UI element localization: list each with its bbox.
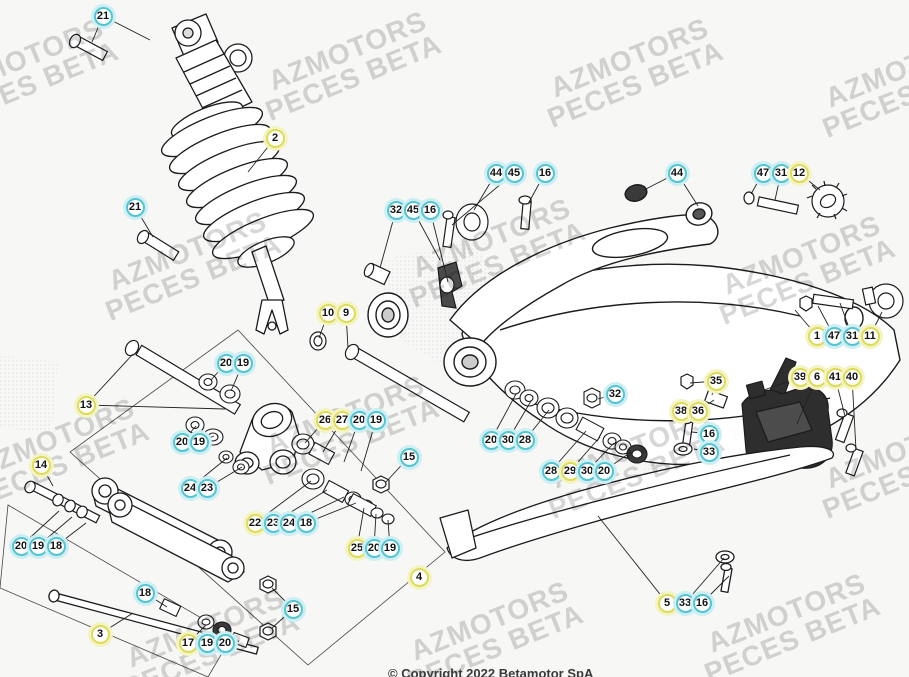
- part-callout-16[interactable]: 16: [699, 424, 719, 444]
- part-callout-19[interactable]: 19: [233, 353, 253, 373]
- part-callout-18[interactable]: 18: [296, 513, 316, 533]
- shock-absorber: [160, 13, 315, 335]
- part-callout-31[interactable]: 31: [842, 326, 862, 346]
- part-callout-38[interactable]: 38: [671, 401, 691, 421]
- part-callout-15[interactable]: 15: [399, 447, 419, 467]
- part-callout-9[interactable]: 9: [336, 303, 356, 323]
- part-callout-5[interactable]: 5: [657, 593, 677, 613]
- part-callout-20[interactable]: 20: [11, 536, 31, 556]
- chain-slider: [439, 445, 835, 593]
- part-callout-25[interactable]: 25: [347, 538, 367, 558]
- part-callout-44[interactable]: 44: [667, 163, 687, 183]
- part-callout-6[interactable]: 6: [807, 367, 827, 387]
- part-callout-39[interactable]: 39: [790, 367, 810, 387]
- part-callout-19[interactable]: 19: [197, 633, 217, 653]
- part-callout-28[interactable]: 28: [541, 461, 561, 481]
- part-callout-23[interactable]: 23: [197, 478, 217, 498]
- shock-bolts: [68, 33, 180, 262]
- part-callout-14[interactable]: 14: [31, 455, 51, 475]
- shock-pivot-pin: [309, 331, 471, 423]
- part-callout-32[interactable]: 32: [386, 200, 406, 220]
- part-callout-22[interactable]: 22: [245, 513, 265, 533]
- part-callout-11[interactable]: 11: [860, 326, 880, 346]
- part-callout-21[interactable]: 21: [93, 6, 113, 26]
- part-callout-20[interactable]: 20: [594, 461, 614, 481]
- part-callout-47[interactable]: 47: [824, 326, 844, 346]
- part-callout-1[interactable]: 1: [807, 326, 827, 346]
- part-callout-10[interactable]: 10: [318, 303, 338, 323]
- part-callout-40[interactable]: 40: [842, 367, 862, 387]
- part-callout-35[interactable]: 35: [706, 371, 726, 391]
- part-callout-29[interactable]: 29: [560, 461, 580, 481]
- part-callout-15[interactable]: 15: [283, 599, 303, 619]
- part-callout-20[interactable]: 20: [216, 353, 236, 373]
- part-callout-41[interactable]: 41: [825, 367, 845, 387]
- part-callout-19[interactable]: 19: [366, 410, 386, 430]
- linkage-shafts: [24, 339, 242, 524]
- part-callout-47[interactable]: 47: [753, 163, 773, 183]
- part-callout-18[interactable]: 18: [135, 583, 155, 603]
- part-callout-17[interactable]: 17: [178, 633, 198, 653]
- hex-nuts: [259, 475, 390, 641]
- part-callout-20[interactable]: 20: [481, 430, 501, 450]
- part-callout-13[interactable]: 13: [76, 395, 96, 415]
- part-callout-27[interactable]: 27: [332, 410, 352, 430]
- part-callout-16[interactable]: 16: [692, 593, 712, 613]
- copyright-text: © Copyright 2022 Betamotor SpA: [388, 666, 594, 677]
- part-callout-20[interactable]: 20: [172, 432, 192, 452]
- part-callout-20[interactable]: 20: [349, 410, 369, 430]
- part-callout-4[interactable]: 4: [409, 567, 429, 587]
- part-callout-20[interactable]: 20: [215, 633, 235, 653]
- axle-adjuster-parts: [743, 180, 904, 319]
- part-callout-19[interactable]: 19: [28, 536, 48, 556]
- part-callout-44[interactable]: 44: [486, 163, 506, 183]
- part-callout-45[interactable]: 45: [504, 163, 524, 183]
- part-callout-19[interactable]: 19: [380, 538, 400, 558]
- part-callout-33[interactable]: 33: [699, 442, 719, 462]
- part-callout-16[interactable]: 16: [420, 200, 440, 220]
- part-callout-36[interactable]: 36: [688, 401, 708, 421]
- part-callout-32[interactable]: 32: [605, 384, 625, 404]
- part-callout-18[interactable]: 18: [46, 536, 66, 556]
- part-callout-12[interactable]: 12: [789, 163, 809, 183]
- part-callout-21[interactable]: 21: [125, 197, 145, 217]
- part-callout-33[interactable]: 33: [675, 593, 695, 613]
- part-callout-28[interactable]: 28: [515, 430, 535, 450]
- part-callout-24[interactable]: 24: [279, 513, 299, 533]
- chain-roller-parts: [363, 195, 532, 309]
- part-callout-2[interactable]: 2: [265, 128, 285, 148]
- part-callout-3[interactable]: 3: [90, 624, 110, 644]
- part-callout-31[interactable]: 31: [771, 163, 791, 183]
- part-callout-16[interactable]: 16: [535, 163, 555, 183]
- part-callout-45[interactable]: 45: [403, 200, 423, 220]
- part-callout-26[interactable]: 26: [315, 410, 335, 430]
- part-callout-24[interactable]: 24: [180, 478, 200, 498]
- part-callout-30[interactable]: 30: [498, 430, 518, 450]
- part-callout-30[interactable]: 30: [577, 461, 597, 481]
- part-callout-19[interactable]: 19: [189, 432, 209, 452]
